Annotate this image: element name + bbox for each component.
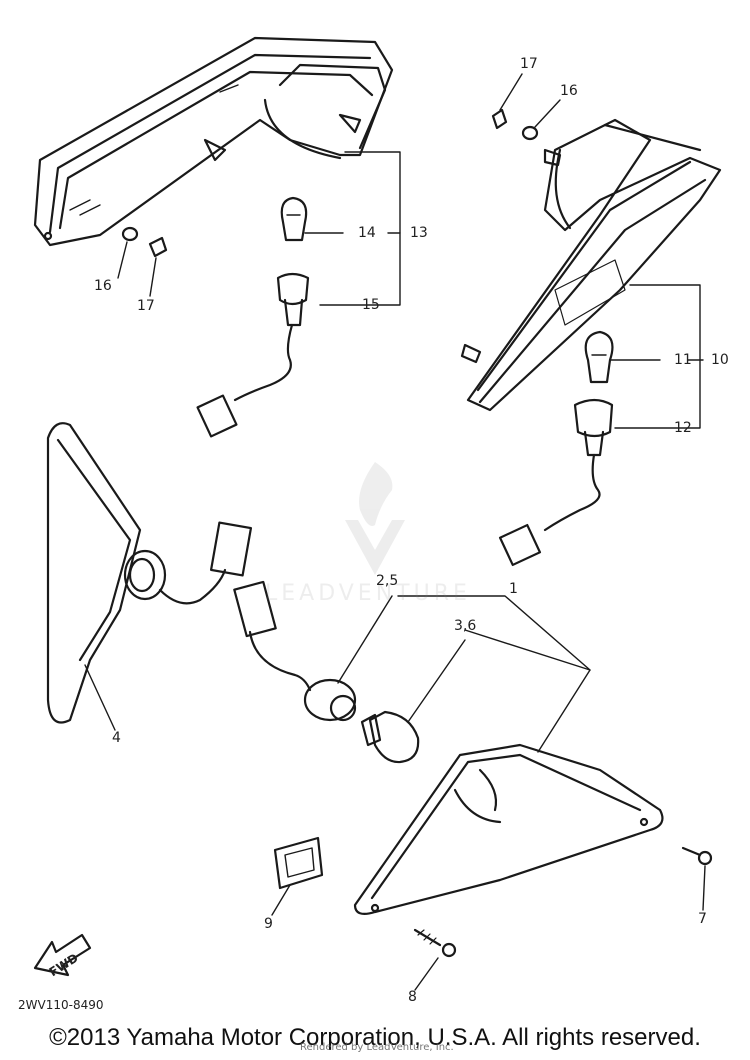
clip-9 <box>273 836 324 890</box>
copyright-notice: ©2013 Yamaha Motor Corporation, U.S.A. A… <box>49 1024 701 1051</box>
callout-17-right: 17 <box>520 56 538 72</box>
cap-17-right <box>491 108 508 130</box>
callout-16-left: 16 <box>94 278 112 294</box>
callout-17-left: 17 <box>137 298 155 314</box>
socket-12-harness <box>498 398 614 567</box>
callout-4: 4 <box>112 730 121 746</box>
leadventure-watermark-logo: LEADVENTURE <box>265 462 471 606</box>
left-flasher-housing <box>33 36 394 247</box>
bulb-3 <box>360 710 420 764</box>
callout-3-6: 3,6 <box>454 618 477 634</box>
bulb-11 <box>584 330 614 384</box>
callout-7: 7 <box>698 911 707 927</box>
callout-1: 1 <box>509 581 518 597</box>
screw-8 <box>413 928 457 958</box>
callout-15: 15 <box>362 297 380 313</box>
diagram-code: 2WV110-8490 <box>18 998 104 1012</box>
nut-16-right <box>521 125 539 141</box>
callout-14: 14 <box>358 225 376 241</box>
callout-11: 11 <box>674 352 692 368</box>
front-flasher-lens-4 <box>46 422 253 724</box>
bulb-14 <box>280 196 308 242</box>
callout-13: 13 <box>410 225 428 241</box>
callout-2-5: 2,5 <box>376 573 399 589</box>
callout-16-right: 16 <box>560 83 578 99</box>
cap-17-left <box>148 236 168 258</box>
front-lens-1 <box>353 743 664 915</box>
callout-10: 10 <box>711 352 729 368</box>
right-flasher-housing <box>460 118 722 412</box>
socket-2-harness <box>233 580 357 722</box>
nut-16-left <box>121 226 139 242</box>
screw-7 <box>681 846 713 866</box>
watermark-logo-text: LEADVENTURE <box>265 581 471 606</box>
watermark-footer: Rendered by LeadVenture, Inc. <box>300 1042 454 1053</box>
fwd-arrow-icon <box>33 933 92 977</box>
callout-9: 9 <box>264 916 273 932</box>
callout-12: 12 <box>674 420 692 436</box>
callout-8: 8 <box>408 989 417 1005</box>
socket-15-harness <box>196 272 310 438</box>
